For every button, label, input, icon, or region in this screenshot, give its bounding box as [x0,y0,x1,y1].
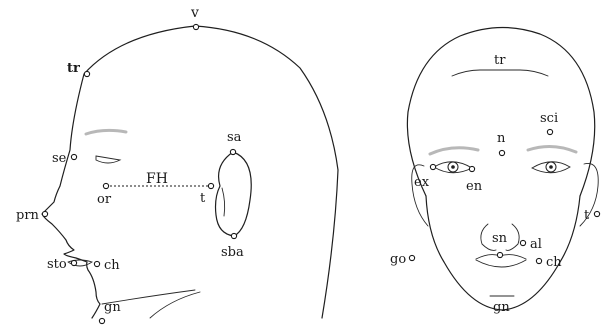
profile-landmark-or-label: or [97,192,112,207]
profile-view: FH v tr se prn sto ch gn or t sa sba [16,5,338,324]
frontal-landmark-tr-label: tr [494,53,506,68]
profile-landmark-sto-label: sto [47,257,67,272]
frontal-landmark-go-label: go [390,252,406,267]
profile-landmark-sa-dot [230,149,235,154]
frontal-landmark-sci-label: sci [540,111,558,126]
profile-landmark-se-dot [71,154,76,159]
frontal-landmark-en-dot [469,166,474,171]
frontal-landmark-sci-dot [547,129,552,134]
frontal-eyebrow-right [528,146,576,152]
frontal-landmark-t-dot [594,211,599,216]
frontal-landmark-ex-label: ex [414,175,430,190]
frankfort-horizontal-label: FH [146,171,168,187]
profile-landmark-gn-label: gn [104,300,121,315]
profile-eyebrow [86,130,126,134]
frontal-landmark-en-label: en [466,179,483,194]
frontal-landmark-n-label: n [497,131,506,146]
frontal-mouth-lower [476,260,526,267]
profile-landmark-sba-dot [231,233,236,238]
frontal-face-contour [426,196,580,310]
profile-landmark-tr-label: tr [67,61,80,76]
frontal-pupil-left [451,165,455,169]
frontal-landmark-n-dot [499,150,504,155]
profile-landmark-or-dot [103,183,108,188]
frontal-landmark-sn-dot [497,252,502,257]
profile-landmark-tr-dot [84,71,89,76]
profile-landmark-se-label: se [52,151,67,166]
frontal-eyebrow-left [430,148,478,154]
profile-landmark-sa-label: sa [227,130,242,145]
frontal-landmark-ex-dot [430,164,435,169]
profile-head-outline [42,26,338,318]
frontal-landmark-go-dot [409,255,414,260]
frontal-landmark-al-label: al [530,237,542,252]
profile-landmark-ch-dot [94,261,99,266]
frontal-landmark-sn-label: sn [492,231,508,246]
profile-landmark-v-dot [193,24,198,29]
profile-landmark-v-label: v [190,5,199,21]
frontal-hairline [452,70,548,76]
profile-landmark-prn-dot [42,211,47,216]
frontal-landmark-ch-dot [536,258,541,263]
profile-landmark-ch-label: ch [104,258,120,273]
profile-ear-inner [222,188,225,216]
frontal-pupil-right [549,165,553,169]
profile-landmark-t-dot [208,183,213,188]
profile-landmark-prn-label: prn [16,208,40,223]
profile-landmark-sto-dot [71,260,76,265]
profile-ear-outer [216,152,252,236]
frontal-landmark-gn-label: gn [493,300,510,315]
frontal-view: tr sci n ex en t al sn go ch gn [390,27,600,315]
profile-eye [96,156,120,163]
profile-landmark-t-label: t [200,191,206,206]
frontal-landmark-al-dot [520,240,525,245]
profile-landmark-sba-label: sba [221,245,244,260]
frontal-landmark-t-label: t [584,208,590,223]
profile-neck-line [150,292,200,318]
frontal-landmark-ch-label: ch [546,255,562,270]
frontal-nose-right [506,224,519,250]
profile-landmark-gn-dot [99,318,104,323]
